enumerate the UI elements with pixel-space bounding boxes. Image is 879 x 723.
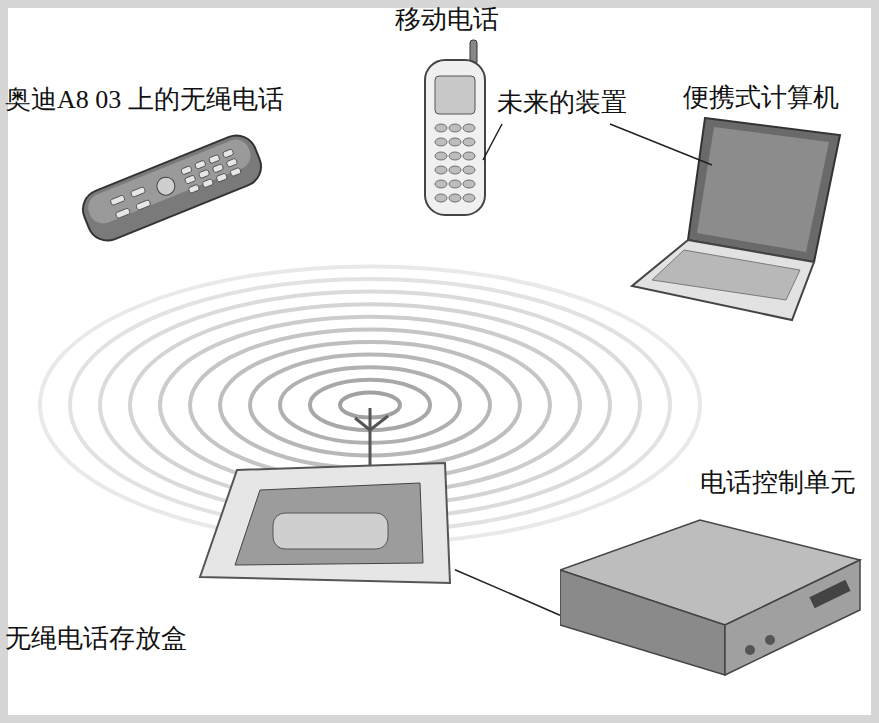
part-label: 移动电话 bbox=[395, 4, 499, 35]
label-holder: 移动电话 bbox=[395, 4, 499, 35]
laptop bbox=[632, 118, 840, 320]
control-unit-drawing bbox=[560, 500, 870, 680]
wire bbox=[455, 570, 560, 615]
part-label: 无绳电话存放盒 bbox=[5, 623, 187, 654]
part-label: 便携式计算机 bbox=[683, 82, 839, 113]
radio-wave bbox=[190, 329, 550, 480]
label-holder: 奥迪A8 03 上的无绳电话 bbox=[5, 84, 284, 115]
label-holder: 未来的装置 bbox=[497, 87, 627, 118]
part-label: 奥迪A8 03 上的无绳电话 bbox=[5, 84, 284, 115]
control-unit: 电话控制单元 bbox=[560, 500, 870, 680]
storage-box: 无绳电话存放盒 bbox=[195, 455, 455, 590]
antenna bbox=[355, 408, 388, 470]
leader-line bbox=[483, 124, 712, 165]
label-holder: 便携式计算机 bbox=[683, 82, 839, 113]
cordless-phone bbox=[77, 129, 267, 246]
callout-label: 未来的装置 bbox=[497, 87, 627, 118]
mobile-phone bbox=[425, 40, 485, 215]
part-label: 电话控制单元 bbox=[700, 467, 856, 498]
storage-box-drawing bbox=[195, 455, 455, 590]
